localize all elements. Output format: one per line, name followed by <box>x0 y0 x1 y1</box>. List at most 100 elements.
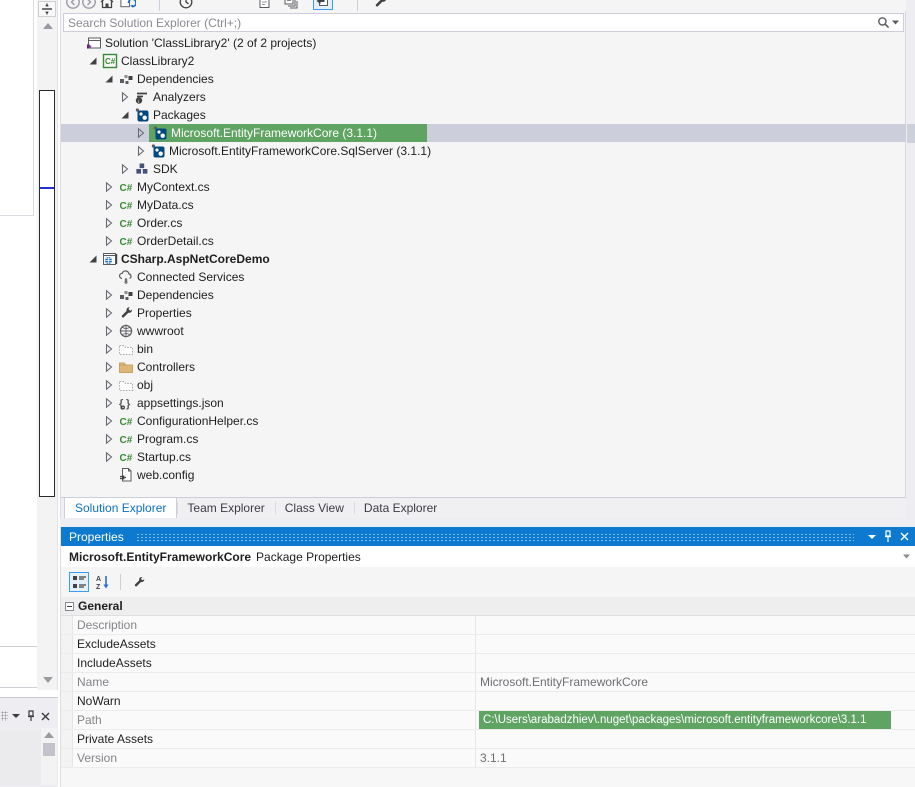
refresh-icon[interactable] <box>119 0 136 10</box>
sync-with-active-document-icon[interactable] <box>313 0 333 10</box>
search-icon[interactable] <box>877 16 890 29</box>
expand-arrow-icon[interactable] <box>101 196 117 214</box>
expand-arrow-icon[interactable] <box>101 358 117 376</box>
property-value[interactable] <box>476 654 915 672</box>
tree-item-wwwroot[interactable]: wwwroot <box>61 322 906 340</box>
svg-text:C#: C# <box>120 237 133 248</box>
search-input[interactable] <box>64 15 877 30</box>
tree-item-properties[interactable]: Properties <box>61 304 906 322</box>
pin-icon[interactable] <box>880 529 896 545</box>
pending-changes-filter-icon[interactable] <box>177 0 194 10</box>
tool-window-fragment <box>0 697 58 787</box>
tree-item-packages[interactable]: Packages <box>61 106 906 124</box>
expand-arrow-icon[interactable] <box>101 340 117 358</box>
scrollbar-thumb[interactable] <box>39 90 55 497</box>
tab-class-view[interactable]: Class View <box>274 498 354 518</box>
chevron-down-icon[interactable] <box>892 20 899 25</box>
editor-edge-fragment <box>0 0 60 787</box>
wrench-icon[interactable] <box>128 572 148 592</box>
expand-arrow-icon[interactable] <box>101 394 117 412</box>
tree-item-sdk[interactable]: SDK <box>61 160 906 178</box>
collapse-arrow-icon[interactable] <box>117 106 133 124</box>
tree-item-microsoft-entityframeworkcore-sqlserver-3-1-1[interactable]: Microsoft.EntityFrameworkCore.SqlServer … <box>61 142 906 160</box>
expand-arrow-icon[interactable] <box>101 304 117 322</box>
back-icon[interactable] <box>64 0 81 10</box>
tree-item-label: Startup.cs <box>137 450 192 464</box>
tree-item-startup-cs[interactable]: C#Startup.cs <box>61 448 906 466</box>
tree-item-solution-classlibrary2-2-of-2-projects[interactable]: Solution 'ClassLibrary2' (2 of 2 project… <box>61 34 906 52</box>
collapse-arrow-icon[interactable] <box>85 52 101 70</box>
tree-item-program-cs[interactable]: C#Program.cs <box>61 430 906 448</box>
tree-item-dependencies[interactable]: Dependencies <box>61 286 906 304</box>
tree-item-obj[interactable]: obj <box>61 376 906 394</box>
hidden-folder-icon <box>117 377 135 393</box>
property-label: Private Assets <box>73 730 476 748</box>
tree-item-orderdetail-cs[interactable]: C#OrderDetail.cs <box>61 232 906 250</box>
close-icon[interactable] <box>896 529 912 545</box>
editor-vertical-scrollbar[interactable] <box>37 0 58 690</box>
scrollbar-thumb[interactable] <box>43 743 55 756</box>
expand-arrow-icon[interactable] <box>101 448 117 466</box>
expand-arrow-icon[interactable] <box>117 88 133 106</box>
tree-item-mycontext-cs[interactable]: C#MyContext.cs <box>61 178 906 196</box>
collapse-arrow-icon[interactable] <box>85 250 101 268</box>
collapse-all-icon[interactable] <box>282 0 299 10</box>
tree-item-configurationhelper-cs[interactable]: C#ConfigurationHelper.cs <box>61 412 906 430</box>
expand-arrow-icon[interactable] <box>101 286 117 304</box>
csharp-file-icon: C# <box>117 431 135 447</box>
tree-item-order-cs[interactable]: C#Order.cs <box>61 214 906 232</box>
expand-arrow-icon[interactable] <box>101 178 117 196</box>
forward-icon[interactable] <box>80 0 97 10</box>
svg-text:C#: C# <box>120 219 133 230</box>
tool-window-title-bar <box>0 706 58 726</box>
tree-item-controllers[interactable]: Controllers <box>61 358 906 376</box>
home-icon[interactable] <box>98 0 115 10</box>
scroll-up-icon[interactable] <box>44 732 54 738</box>
new-item-icon[interactable] <box>256 0 273 10</box>
tree-item-connected-services[interactable]: Connected Services <box>61 268 906 286</box>
chevron-down-icon[interactable] <box>8 708 23 724</box>
tree-item-mydata-cs[interactable]: C#MyData.cs <box>61 196 906 214</box>
tab-solution-explorer[interactable]: Solution Explorer <box>64 498 178 518</box>
expand-arrow-icon[interactable] <box>117 160 133 178</box>
expand-arrow-icon[interactable] <box>101 322 117 340</box>
splitter-handle-icon[interactable] <box>38 1 56 17</box>
scroll-up-icon[interactable] <box>43 23 53 29</box>
object-selector-dropdown[interactable]: Microsoft.EntityFrameworkCore Package Pr… <box>61 546 915 567</box>
expand-arrow-icon[interactable] <box>101 376 117 394</box>
property-value[interactable] <box>476 635 915 653</box>
properties-icon[interactable] <box>371 0 388 10</box>
tree-item-web-config[interactable]: web.config <box>61 466 906 484</box>
property-value[interactable] <box>476 692 915 710</box>
expand-arrow-icon[interactable] <box>101 214 117 232</box>
expand-arrow-icon[interactable] <box>133 124 149 142</box>
expand-arrow-icon[interactable] <box>101 430 117 448</box>
tree-item-bin[interactable]: bin <box>61 340 906 358</box>
expand-arrow-icon[interactable] <box>101 232 117 250</box>
collapse-toggle-icon[interactable] <box>65 601 74 611</box>
tree-item-csharp-aspnetcoredemo[interactable]: CSharp.AspNetCoreDemo <box>61 250 906 268</box>
collapse-arrow-icon[interactable] <box>101 70 117 88</box>
tree-item-microsoft-entityframeworkcore-3-1-1[interactable]: Microsoft.EntityFrameworkCore (3.1.1) <box>61 124 906 142</box>
chevron-down-icon[interactable] <box>864 529 880 545</box>
pin-icon[interactable] <box>23 708 38 724</box>
tree-item-classlibrary2[interactable]: C#ClassLibrary2 <box>61 52 906 70</box>
chevron-down-icon[interactable] <box>903 554 910 559</box>
json-file-icon: {} <box>117 395 135 411</box>
tab-team-explorer[interactable]: Team Explorer <box>177 498 274 518</box>
close-icon[interactable] <box>38 708 53 724</box>
expand-arrow-icon[interactable] <box>101 412 117 430</box>
scroll-down-icon[interactable] <box>43 677 53 683</box>
property-value[interactable] <box>476 730 915 748</box>
tab-data-explorer[interactable]: Data Explorer <box>353 498 447 518</box>
categorized-icon[interactable] <box>69 572 89 592</box>
separator <box>159 0 160 11</box>
properties-title-bar[interactable]: Properties <box>61 527 915 546</box>
expand-arrow-icon[interactable] <box>133 142 149 160</box>
mini-scrollbar[interactable] <box>41 728 57 785</box>
tree-item-dependencies[interactable]: Dependencies <box>61 70 906 88</box>
tree-item-appsettings-json[interactable]: {}appsettings.json <box>61 394 906 412</box>
